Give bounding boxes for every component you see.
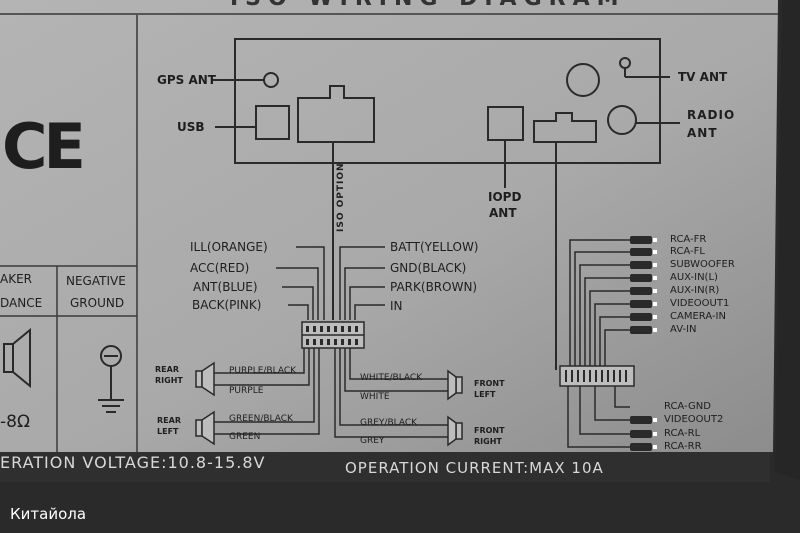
rca-label-gnd: RCA-GND: [664, 401, 711, 412]
impedance-header: DANCE: [0, 296, 43, 310]
iso-connector: [297, 85, 375, 143]
rear-left-wire-pos: GREEN: [229, 432, 261, 442]
negative-header: NEGATIVE: [66, 274, 126, 288]
footer-strip: [0, 452, 770, 482]
front-left-wire-neg: WHITE/BLACK: [360, 373, 423, 383]
wire-label-in: IN: [390, 299, 403, 313]
speaker-symbol: [3, 327, 31, 389]
tv-antenna-icon: [619, 57, 670, 78]
front-left-label-2: LEFT: [474, 390, 496, 399]
rca-label-aux-l: AUX-IN(L): [670, 272, 718, 283]
rca-connector: [533, 112, 597, 143]
diagram-title: ISO WIRING DIAGRAM: [230, 0, 626, 11]
iopd-label-line2: ANT: [489, 206, 517, 220]
front-right-label-1: FRONT: [474, 426, 505, 435]
rear-left-wire-neg: GREEN/BLACK: [229, 414, 293, 424]
head-unit-outline: [234, 38, 661, 164]
tv-connector: [566, 63, 600, 97]
wire-label-park: PARK(BROWN): [390, 280, 478, 294]
wire-label-ill: ILL(ORANGE): [190, 240, 268, 254]
front-right-wire-neg: GREY/BLACK: [360, 418, 418, 428]
front-right-wire-pos: GREY: [360, 436, 385, 446]
rca-label-av-in: AV-IN: [670, 324, 697, 335]
rca-label-aux-r: AUX-IN(R): [670, 285, 720, 296]
front-right-label-2: RIGHT: [474, 437, 502, 446]
wire-label-batt: BATT(YELLOW): [390, 240, 479, 254]
rear-right-wire-neg: PURPLE/BLACK: [229, 366, 297, 376]
rear-right-label-2: RIGHT: [155, 376, 183, 385]
iso-option-label: ISO OPTION: [336, 162, 346, 232]
gps-ant-label: GPS ANT: [157, 73, 216, 87]
usb-connector: [255, 105, 290, 140]
connector-leads: [212, 79, 680, 370]
iopd-label-line1: IOPD: [488, 190, 522, 204]
rca-label-camera: CAMERA-IN: [670, 311, 726, 322]
tv-ant-label: TV ANT: [678, 70, 728, 84]
ground-header: GROUND: [70, 296, 125, 310]
rear-right-label-1: REAR: [155, 365, 179, 374]
wire-label-ant: ANT(BLUE): [193, 280, 258, 294]
radio-label-line2: ANT: [687, 126, 718, 140]
spec-table: [0, 265, 137, 452]
rca-label-fl: RCA-FL: [670, 246, 705, 257]
speaker-icons: [195, 361, 463, 447]
ground-symbol: [98, 345, 124, 413]
rca-plug-tips: [653, 238, 657, 449]
speaker-header: AKER: [0, 272, 32, 286]
label-sticker: [0, 0, 778, 452]
wire-label-back: BACK(PINK): [192, 298, 262, 312]
operation-current: OPERATION CURRENT:MAX 10A: [345, 459, 604, 477]
rear-left-label-1: REAR: [157, 416, 181, 425]
radio-connector: [607, 105, 637, 135]
front-left-label-1: FRONT: [474, 379, 505, 388]
rca-label-rr: RCA-RR: [664, 441, 702, 452]
rca-label-rl: RCA-RL: [664, 428, 701, 439]
wire-label-gnd: GND(BLACK): [390, 261, 467, 275]
front-left-wire-pos: WHITE: [360, 392, 390, 402]
rca-plug-pins: [565, 370, 627, 382]
ce-mark-logo: CE: [2, 110, 86, 183]
rca-plug-icons: [630, 236, 652, 451]
rca-label-videoout1: VIDEOOUT1: [670, 298, 730, 309]
usb-label: USB: [177, 120, 205, 134]
operation-voltage: ERATION VOLTAGE:10.8-15.8V: [0, 453, 266, 472]
iso-wire-bundle: [276, 246, 385, 349]
speaker-wires: [214, 348, 448, 438]
rca-label-fr: RCA-FR: [670, 234, 707, 245]
iso-plug-pins: [306, 326, 358, 345]
rca-label-sub: SUBWOOFER: [670, 259, 735, 270]
radio-label-line1: RADIO: [687, 108, 736, 122]
rca-label-videoout2: VIDEOOUT2: [664, 414, 724, 425]
rear-left-label-2: LEFT: [157, 427, 179, 436]
wire-label-acc: ACC(RED): [190, 261, 250, 275]
rear-right-wire-pos: PURPLE: [229, 386, 264, 396]
watermark: Китайола: [10, 505, 87, 523]
impedance-value: -8Ω: [0, 412, 30, 432]
